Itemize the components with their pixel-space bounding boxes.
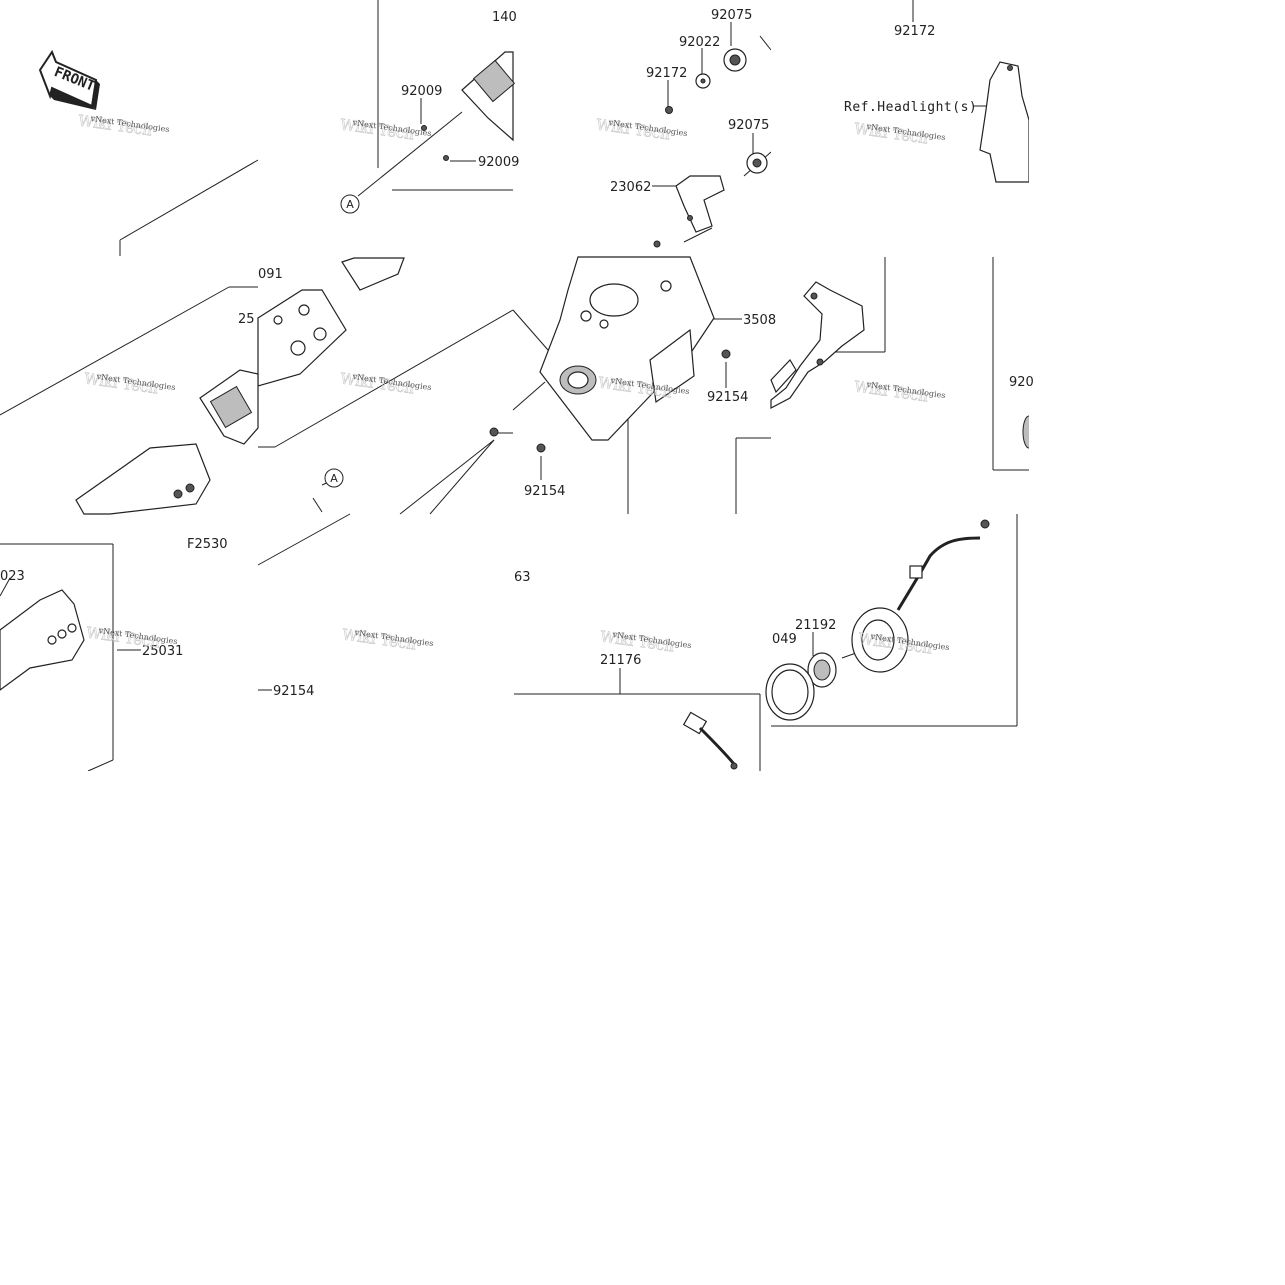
callout-a-mid: A bbox=[324, 468, 344, 488]
bracket-23062 bbox=[653, 175, 725, 248]
label-figure-code: F2530 bbox=[187, 537, 228, 552]
label-25-partial: 25 bbox=[238, 312, 255, 327]
label-92009-b: 92009 bbox=[478, 155, 519, 170]
mounting-bracket bbox=[770, 281, 865, 409]
label-92022: 92022 bbox=[679, 35, 720, 50]
label-25031: 25031 bbox=[142, 644, 183, 659]
grommet-parts bbox=[665, 48, 768, 174]
label-023-partial: 023 bbox=[0, 569, 25, 584]
front-arrow-icon: FRONT bbox=[38, 49, 100, 110]
meter-assembly-lower bbox=[0, 589, 85, 691]
label-140-partial: 140 bbox=[492, 10, 517, 25]
label-92075-a: 92075 bbox=[711, 8, 752, 23]
sensor-assembly bbox=[765, 519, 990, 721]
label-21192: 21192 bbox=[795, 618, 836, 633]
label-091-partial: 091 bbox=[258, 267, 283, 282]
label-92172-top: 92172 bbox=[894, 24, 935, 39]
label-92154-c: 92154 bbox=[273, 684, 314, 699]
callout-a-top: A bbox=[340, 194, 360, 214]
label-92154-b: 92154 bbox=[524, 484, 565, 499]
label-92154-a: 92154 bbox=[707, 390, 748, 405]
label-23062: 23062 bbox=[610, 180, 651, 195]
meter-assembly-left bbox=[75, 257, 405, 515]
label-3508-partial: 3508 bbox=[743, 313, 776, 328]
label-ref-headlight: Ref.Headlight(s) bbox=[844, 100, 977, 115]
label-92172-a: 92172 bbox=[646, 66, 687, 81]
label-920-partial: 920 bbox=[1009, 375, 1034, 390]
meter-housing-top bbox=[421, 51, 516, 161]
label-92075-b: 92075 bbox=[728, 118, 769, 133]
leader-lines bbox=[0, 0, 1029, 772]
label-92009-a: 92009 bbox=[401, 84, 442, 99]
part-number-labels: 92009 92009 140 92075 92022 92172 92075 … bbox=[0, 8, 1034, 699]
callout-a-top-letter: A bbox=[346, 198, 354, 211]
headlight-bracket bbox=[979, 61, 1030, 183]
meter-cover bbox=[489, 256, 731, 453]
harness-21176 bbox=[682, 711, 738, 770]
callout-a-mid-letter: A bbox=[330, 472, 338, 485]
label-63-partial: 63 bbox=[514, 570, 531, 585]
label-21176: 21176 bbox=[600, 653, 641, 668]
label-049-partial: 049 bbox=[772, 632, 797, 647]
